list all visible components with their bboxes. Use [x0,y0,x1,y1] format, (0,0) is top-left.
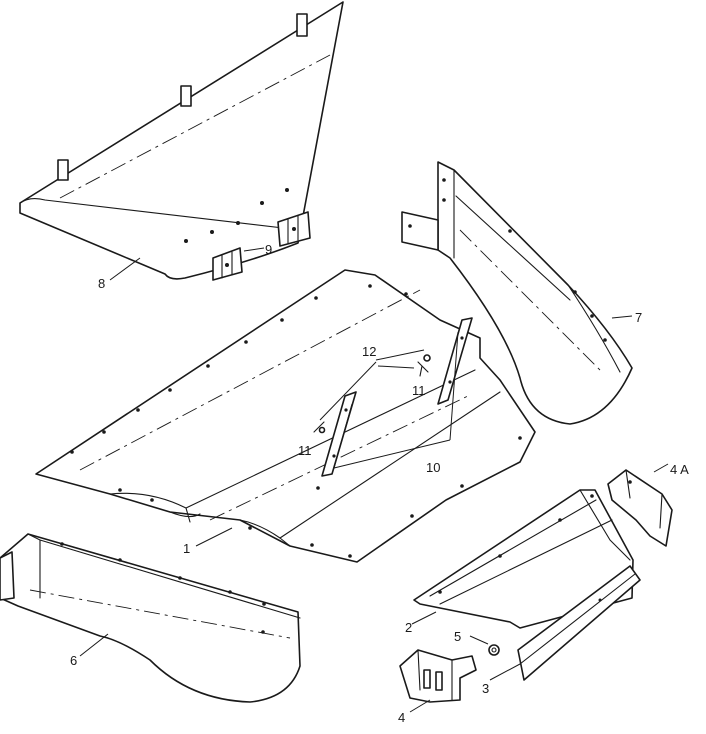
callout-4: 4 [398,710,405,725]
part-8-upper-shield [19,1,344,280]
callout-12: 12 [362,344,376,359]
part-3-tube [517,565,641,681]
callout-2: 2 [405,620,412,635]
part-11-12-hardware [313,354,431,434]
callout-8: 8 [98,276,105,291]
callout-10: 10 [426,460,440,475]
callout-11-right: 11 [412,383,426,398]
callout-9: 9 [265,242,272,257]
callout-labels: 1 2 3 4 4 A 5 6 7 8 9 10 11 11 12 [70,242,689,725]
callout-6: 6 [70,653,77,668]
leader-lines [79,247,669,713]
callout-5: 5 [454,629,461,644]
callout-4a: 4 A [670,462,689,477]
part-5-nut [488,644,500,656]
part-1-floor-pan [35,269,536,563]
callout-1: 1 [183,541,190,556]
part-2-channel [413,489,634,629]
part-10-uprights [321,317,473,477]
part-4-bracket [399,649,477,703]
callout-7: 7 [635,310,642,325]
part-4a-bracket [607,469,673,547]
part-7-right-side-shield [401,161,633,425]
callout-11-left: 11 [298,443,312,458]
callout-3: 3 [482,681,489,696]
part-6-left-side-shield [0,533,301,703]
part-9-brackets [212,211,311,281]
